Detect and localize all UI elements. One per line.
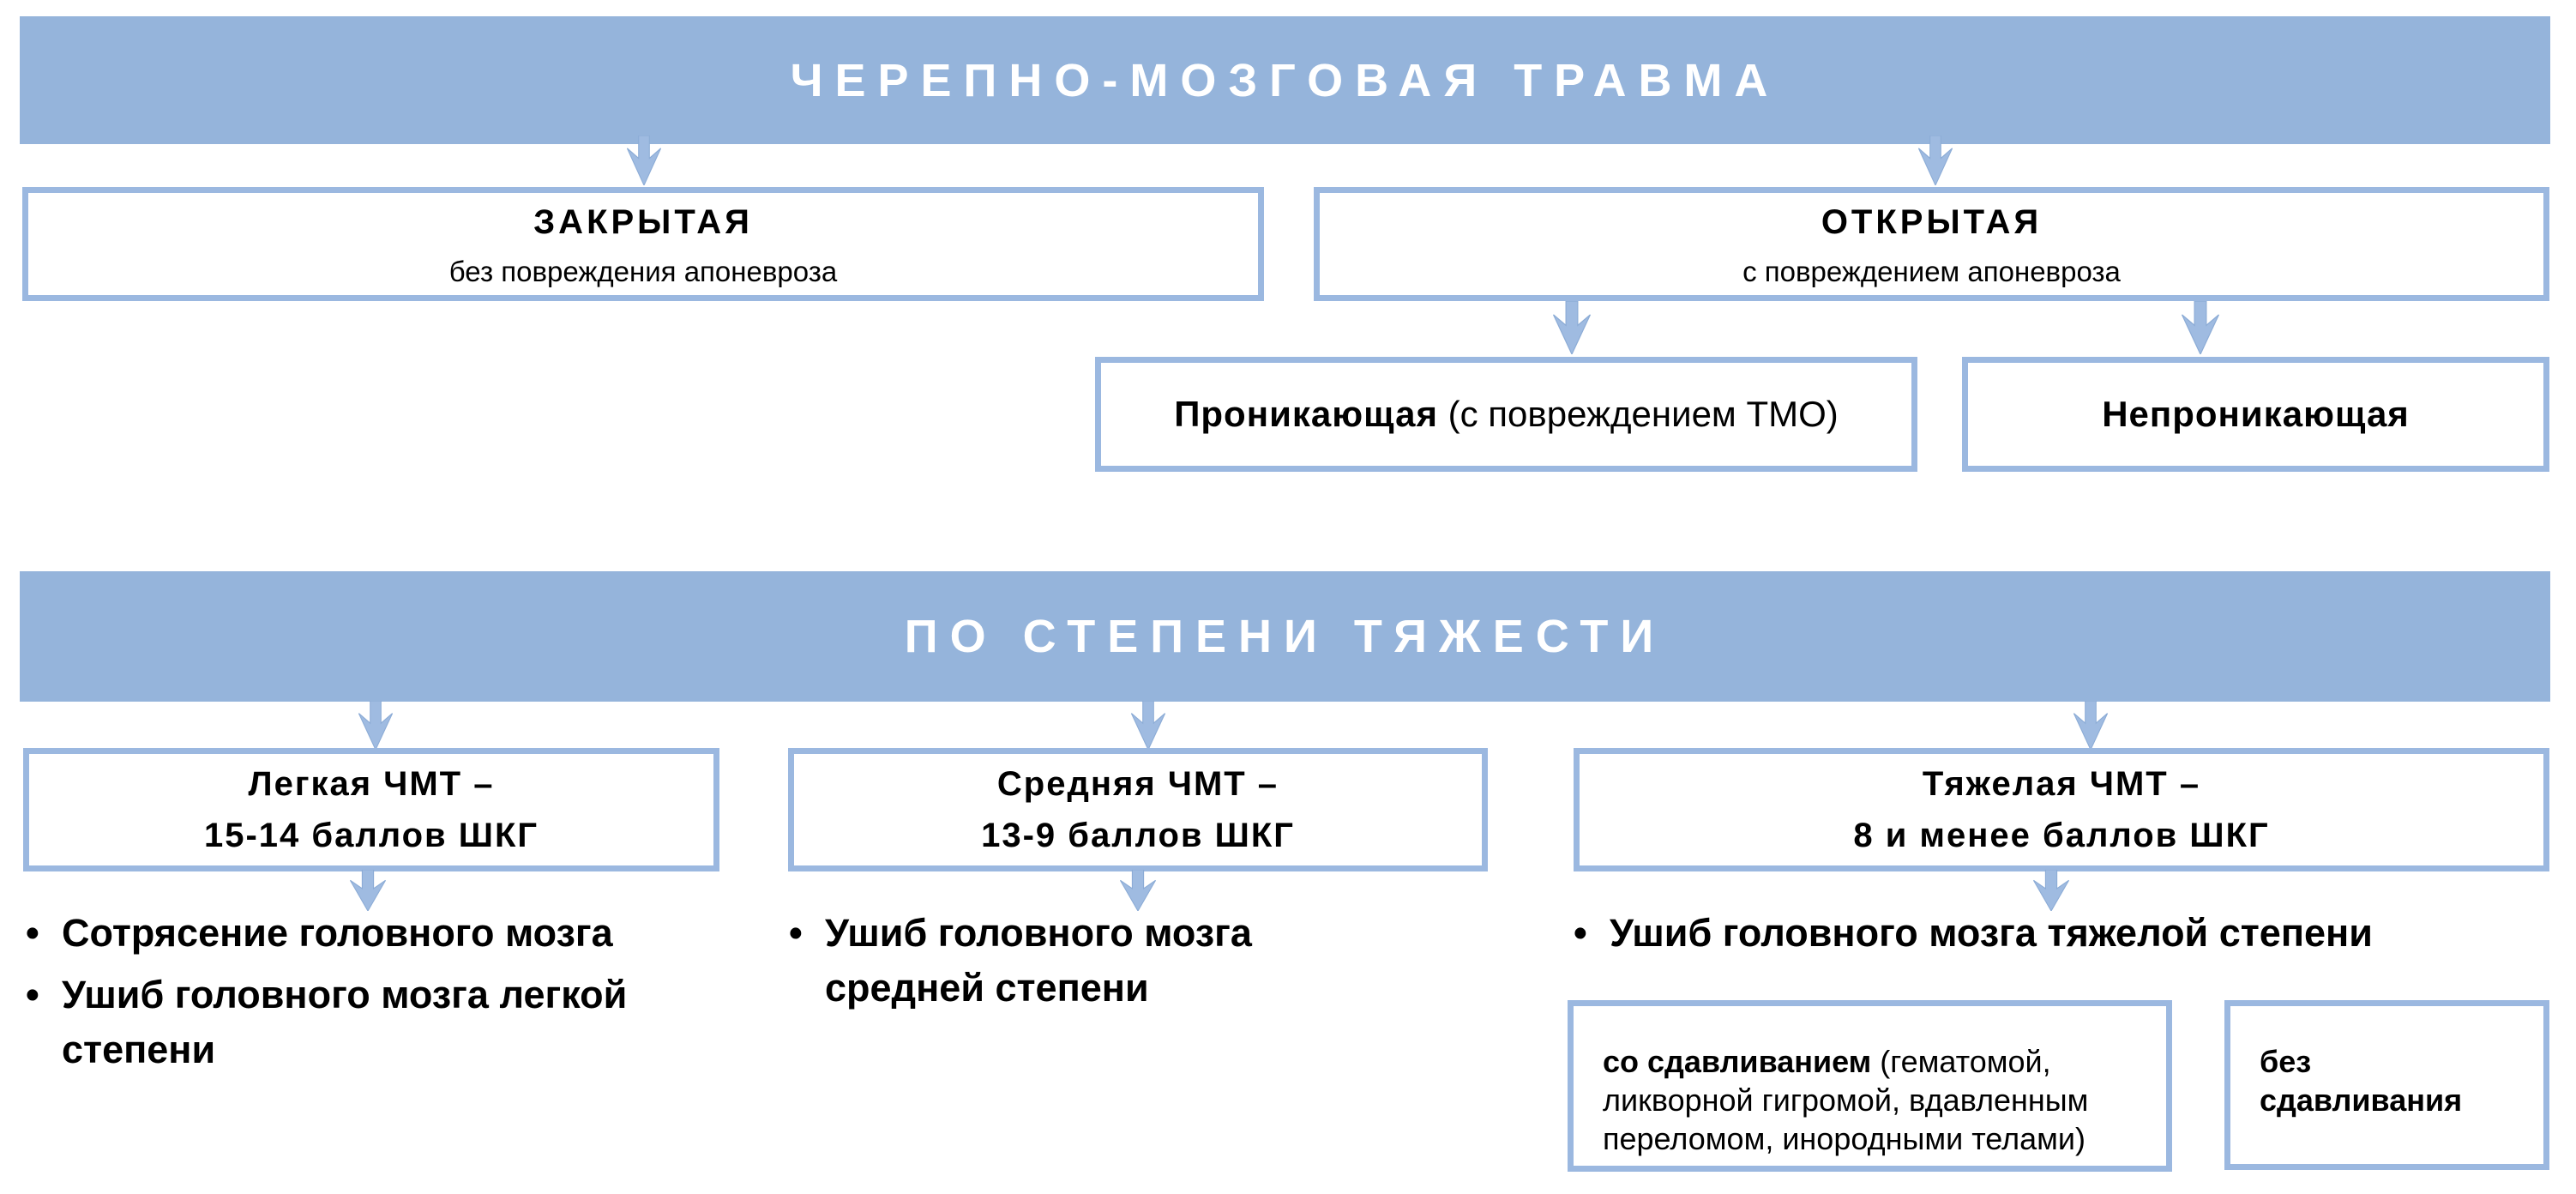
box-penetrating-note: (с повреждением ТМО): [1437, 394, 1839, 434]
down-arrow-icon: [1130, 701, 1166, 750]
severe-consequences-list: • Ушиб головного мозга тяжелой степени: [1574, 906, 2573, 968]
list-item-text: Сотрясение головного мозга: [62, 911, 613, 955]
box-closed-subtitle: без повреждения апоневроза: [448, 255, 838, 287]
box-penetrating: Проникающая (с повреждением ТМО): [1095, 357, 1917, 472]
box-with-compression-title: со сдавливанием: [1603, 1044, 1872, 1079]
down-arrow-icon: [1553, 301, 1591, 354]
box-without-compression-title: без сдавливания: [2260, 1044, 2463, 1118]
list-item-text: Ушиб головного мозга легкой степени: [62, 973, 628, 1071]
banner-tbi: ЧЕРЕПНО-МОЗГОВАЯ ТРАВМА: [20, 16, 2550, 144]
box-moderate-title: Средняя ЧМТ – 13-9 баллов ШКГ: [981, 765, 1295, 854]
box-severe-tbi: Тяжелая ЧМТ – 8 и менее баллов ШКГ: [1574, 748, 2549, 871]
list-item-text: Ушиб головного мозга средней степени: [825, 911, 1252, 1010]
box-with-compression-note: (гематомой, ликворной гигромой, вдавленн…: [1603, 1044, 2089, 1156]
list-item-text: Ушиб головного мозга тяжелой степени: [1610, 911, 2373, 955]
box-non-penetrating-title: Непроникающая: [2102, 394, 2410, 434]
bullet-icon: •: [789, 911, 803, 955]
down-arrow-icon: [349, 870, 387, 911]
down-arrow-icon: [2073, 701, 2109, 750]
list-item: • Ушиб головного мозга средней степени: [789, 906, 1475, 1016]
bullet-icon: •: [1574, 911, 1587, 955]
down-arrow-icon: [1917, 136, 1953, 185]
down-arrow-icon: [626, 136, 662, 185]
banner-tbi-label: ЧЕРЕПНО-МОЗГОВАЯ ТРАВМА: [790, 54, 1780, 106]
down-arrow-icon: [2182, 301, 2219, 354]
down-arrow-icon: [1119, 870, 1157, 911]
down-arrow-icon: [358, 701, 394, 750]
list-item: • Ушиб головного мозга легкой степени: [26, 968, 720, 1077]
list-item: • Ушиб головного мозга тяжелой степени: [1574, 906, 2573, 961]
box-mild-tbi: Легкая ЧМТ – 15-14 баллов ШКГ: [23, 748, 719, 871]
bullet-icon: •: [26, 911, 39, 955]
moderate-consequences-list: • Ушиб головного мозга средней степени: [789, 906, 1475, 1022]
box-mild-title: Легкая ЧМТ – 15-14 баллов ШКГ: [203, 765, 539, 854]
box-penetrating-title: Проникающая: [1174, 394, 1438, 434]
box-open-subtitle: с повреждением апоневроза: [1742, 255, 2121, 287]
banner-severity: ПО СТЕПЕНИ ТЯЖЕСТИ: [20, 571, 2550, 702]
box-closed-tbi: ЗАКРЫТАЯ без повреждения апоневроза: [22, 187, 1264, 301]
box-severe-title: Тяжелая ЧМТ – 8 и менее баллов ШКГ: [1853, 765, 2270, 854]
box-with-compression: со сдавливанием (гематомой, ликворной ги…: [1568, 1000, 2172, 1172]
box-closed-title: ЗАКРЫТАЯ: [533, 202, 753, 241]
box-open-title: ОТКРЫТАЯ: [1821, 202, 2043, 241]
list-item: • Сотрясение головного мозга: [26, 906, 720, 961]
box-open-tbi: ОТКРЫТАЯ с повреждением апоневроза: [1314, 187, 2549, 301]
down-arrow-icon: [2032, 870, 2070, 911]
banner-severity-label: ПО СТЕПЕНИ ТЯЖЕСТИ: [904, 611, 1666, 662]
box-without-compression: без сдавливания: [2224, 1000, 2549, 1170]
bullet-icon: •: [26, 973, 39, 1016]
mild-consequences-list: • Сотрясение головного мозга • Ушиб голо…: [26, 906, 720, 1084]
box-moderate-tbi: Средняя ЧМТ – 13-9 баллов ШКГ: [788, 748, 1488, 871]
box-non-penetrating: Непроникающая: [1962, 357, 2549, 472]
